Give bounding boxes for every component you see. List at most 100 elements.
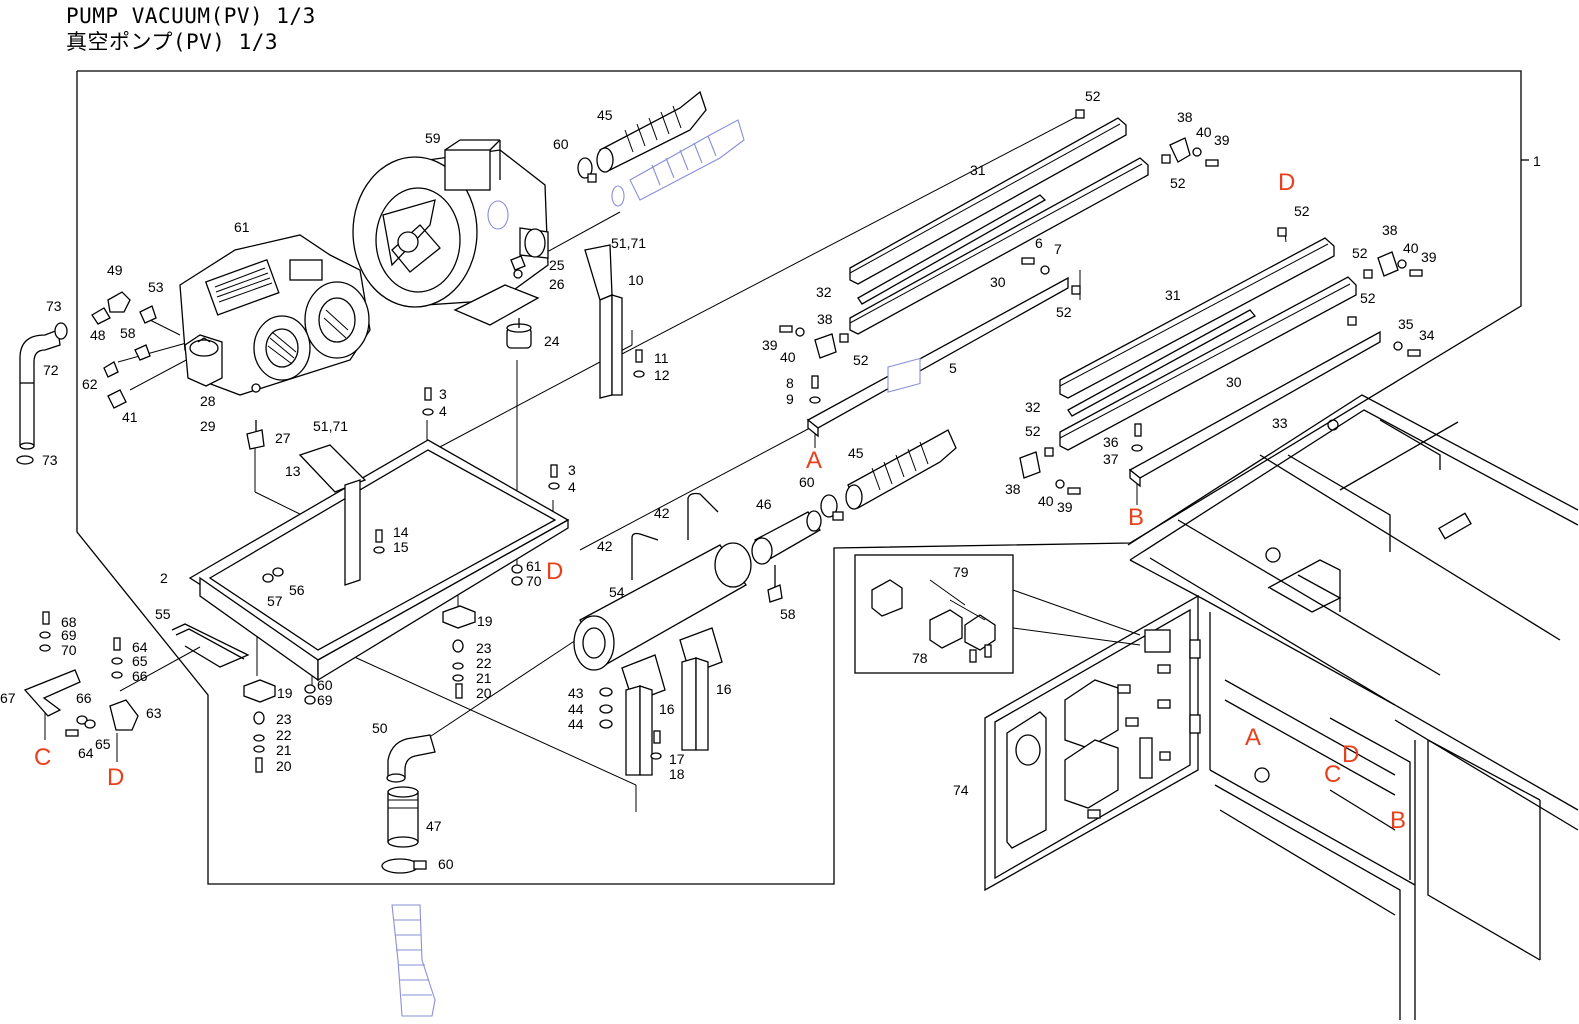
callout: 55	[155, 606, 171, 622]
leader-line	[129, 357, 191, 391]
leader-line	[427, 639, 577, 739]
callout: 20	[476, 685, 492, 701]
callout: 62	[82, 376, 98, 392]
callout: 60	[799, 474, 815, 490]
callout: 61	[234, 219, 250, 235]
callout: 39	[1421, 249, 1437, 265]
callout: 45	[597, 107, 613, 123]
drawing-title-en: PUMP VACUUM(PV) 1/3	[66, 4, 316, 28]
ref-label-d: D	[1342, 741, 1359, 768]
clamp-73-bottom	[16, 455, 34, 465]
reference-letters: A B D D C D A C D B	[34, 169, 1406, 834]
clamp-73-top	[54, 322, 68, 340]
flex-hose-45-ghost	[629, 119, 745, 201]
callout: 48	[90, 327, 106, 343]
callout: 41	[122, 409, 138, 425]
leader-line	[119, 646, 201, 692]
callout: 66	[76, 690, 92, 706]
callout: 52	[1056, 304, 1072, 320]
leader-line	[145, 317, 181, 336]
u-bolt-42a	[631, 532, 659, 550]
callout: 32	[816, 284, 832, 300]
rod-32-upper	[857, 194, 1047, 305]
blower-59	[352, 139, 549, 326]
callout: 73	[46, 298, 62, 314]
callout: 60	[553, 136, 569, 152]
callout: 38	[1005, 481, 1021, 497]
rail-31-right	[1059, 237, 1335, 399]
flex-hose-45-top	[596, 90, 707, 173]
callout: 39	[1057, 499, 1073, 515]
base-plate-2	[188, 439, 570, 682]
callout: 3	[439, 386, 447, 402]
callout: 18	[669, 766, 685, 782]
callout: 39	[762, 337, 778, 353]
callout: 20	[276, 758, 292, 774]
block-19b	[243, 679, 276, 703]
ref-label-d: D	[546, 558, 563, 585]
hose-72	[19, 329, 61, 450]
callout: 60	[438, 856, 454, 872]
callout: 65	[132, 653, 148, 669]
callout: 21	[476, 670, 492, 686]
assembly-boundary	[76, 70, 1522, 885]
callout: 31	[970, 162, 986, 178]
callout: 14	[393, 524, 409, 540]
fitting-53	[139, 305, 157, 324]
bracket-16a	[621, 654, 666, 776]
callout: 16	[716, 681, 732, 697]
mount-24	[506, 318, 532, 349]
callout: 56	[289, 582, 305, 598]
callout: 52	[1294, 203, 1310, 219]
angle-38a	[1169, 137, 1191, 163]
bracket-67	[23, 669, 81, 717]
fitting-48	[91, 307, 111, 325]
callout: 63	[146, 705, 162, 721]
callout: 53	[148, 279, 164, 295]
callout: 60	[317, 677, 333, 693]
callout: 33	[1272, 415, 1288, 431]
pipe-47	[387, 786, 419, 848]
callout: 28	[200, 393, 216, 409]
callout: 19	[477, 613, 493, 629]
callout: 34	[1419, 327, 1435, 343]
washer-29	[251, 383, 261, 393]
screw-set	[39, 147, 1423, 773]
callout: 61	[526, 558, 542, 574]
fitting-41	[107, 389, 127, 409]
clip-52	[1075, 109, 1085, 119]
fitting-58a	[134, 344, 151, 361]
callout: 1	[1533, 153, 1541, 169]
callout: 57	[267, 593, 283, 609]
clip-52	[1161, 154, 1171, 164]
washer-26	[513, 269, 523, 279]
elbow-50	[386, 734, 436, 783]
rail-30-upper	[849, 157, 1149, 335]
tube-55	[171, 623, 250, 668]
callout: 35	[1398, 316, 1414, 332]
callout: 58	[120, 325, 136, 341]
drawing-title-ja: 真空ポンプ(PV) 1/3	[66, 30, 279, 54]
angle-38d	[1019, 451, 1041, 479]
ref-label-a: A	[1245, 724, 1261, 751]
callout: 43	[568, 685, 584, 701]
callout: 54	[609, 584, 625, 600]
callout: 52	[1170, 175, 1186, 191]
pump-motor-61	[179, 234, 371, 396]
leader-line	[619, 114, 1081, 356]
u-bolt-42b	[687, 492, 719, 513]
callout: 23	[476, 640, 492, 656]
clamp-60-top	[577, 157, 597, 183]
callout: 70	[526, 573, 542, 589]
bracket-16b	[679, 627, 723, 751]
callout: 44	[568, 701, 584, 717]
rail-31-upper	[849, 117, 1127, 285]
callout: 17	[669, 751, 685, 767]
callout: 45	[848, 445, 864, 461]
callout: 4	[568, 479, 576, 495]
callout: 4	[439, 403, 447, 419]
detail-inset	[854, 357, 1141, 674]
rod-32-right	[1067, 309, 1257, 417]
drawing-title-block: PUMP VACUUM(PV) 1/3 真空ポンプ(PV) 1/3	[66, 3, 316, 55]
callout: 22	[276, 727, 292, 743]
